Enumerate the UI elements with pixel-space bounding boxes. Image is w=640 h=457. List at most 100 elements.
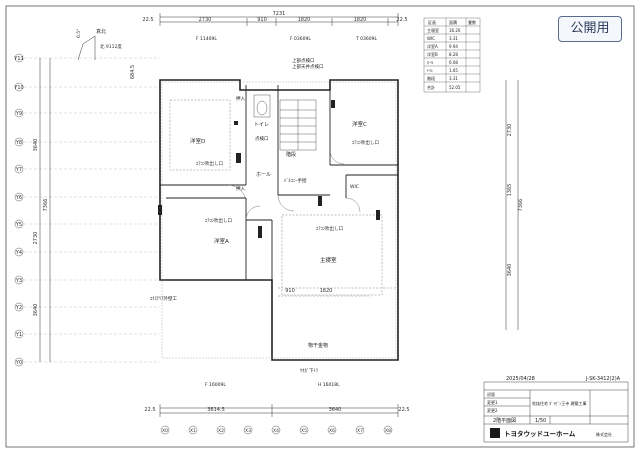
north-angle: 6.5° [76,29,82,38]
dim-sub-2: 1820 [320,288,333,294]
table-row-1-area: 16.20 [449,28,461,33]
grid-y0: Y0 [15,360,22,366]
table-header-1: 区画 [428,20,436,25]
north-arrow [77,35,96,61]
table-row-3-name: 洋室A [427,43,438,49]
title-rev-2: 変更1 [487,399,498,405]
dim-left-3: 3640 [33,304,39,317]
staircase [279,99,317,151]
table-row-6-area: 1.65 [449,68,458,73]
title-rev-1: 初版 [487,391,495,397]
room-western-d: 洋室D [190,137,205,145]
title-date: 2025/04/28 [506,376,535,382]
label-vent-4: ｴｱｺﾝ吹出し口 [316,225,343,232]
room-western-a: 洋室A [214,237,229,245]
area-table [423,17,481,93]
title-company-sub: 株式会社 [596,431,612,437]
table-row-2-name: WIC [427,36,435,41]
grid-y4: Y4 [15,250,22,256]
dim-right-total: 7366 [518,199,524,212]
label-balcony: ﾊﾞﾙｺﾆｰ手摺 [284,177,307,184]
grid-x4: X4 [273,428,279,434]
room-toilet: トイレ [254,122,269,128]
table-row-7-name: 階段 [427,75,435,81]
grid-y1: Y1 [15,332,22,338]
dim-right-2: 1365 [507,184,513,197]
equipment-markers [158,100,380,238]
north-label: 真北 [96,28,106,35]
room-hall: ホール [256,172,271,178]
label-eave: ｴｸｽﾃﾘｱ外壁工 [150,295,177,302]
table-row-5-area: 6.08 [449,60,458,65]
label-hatch: 点検口 [255,135,269,142]
grid-x3: X3 [245,428,251,434]
grid-y7: Y7 [15,167,22,173]
title-project: 吹抜住宅 ﾀﾞｲｾﾞﾝ王寺 建築工事 [532,400,587,406]
grid-x2: X2 [218,428,224,434]
dim-total-top: 7231 [273,11,286,17]
door-swings [227,149,361,221]
north-note: 北 9112度 [100,43,122,50]
dim-seg-3: 1820 [298,17,311,23]
label-window-3: T 03609L [355,36,377,42]
grid-y8: Y8 [15,140,22,146]
dim-right-3: 3640 [507,264,513,277]
building-walls [159,79,399,361]
sheet-border [5,5,635,448]
grid-y5: Y5 [15,222,22,228]
table-row-7-area: 3.31 [449,76,458,81]
label-closet-1: 押入 [236,95,245,102]
room-stair: 階段 [286,151,296,158]
dim-left-total: 7366 [43,199,49,212]
label-window-4: F 16009L [205,382,226,388]
dim-right-1: 2730 [507,124,513,137]
dim-left-1: 3640 [33,139,39,152]
dim-seg-1: 2730 [199,17,212,23]
area-table-text: 区画 面積 畳数 主寝室 16.20 WIC 3.31 洋室A 9.94 洋室B… [427,19,476,90]
label-vent-3: ｴｱｺﾝ吹出し口 [205,217,232,224]
label-room-note: ﾔﾈｶﾞ下ﾄﾗ [300,367,318,374]
table-header-2: 面積 [449,19,457,25]
dim-bottom-edge-left: 22.5 [144,407,155,413]
label-storage: 物干金物 [308,342,328,349]
title-company: トヨタウッドユーホーム [504,429,576,438]
interior-walls [160,85,398,280]
label-window-1: F 11409L [196,36,217,42]
table-row-3-area: 9.94 [449,44,458,49]
dim-edge-left: 22.5 [142,17,153,23]
table-row-8-name: 合計 [427,84,435,90]
left-dimensions [39,58,51,362]
dim-left-2: 2730 [33,232,39,245]
table-row-1-name: 主寝室 [427,27,439,33]
title-block [483,381,629,443]
table-row-2-area: 3.31 [449,36,458,41]
label-vent-1: ｴｱｺﾝ吹出し口 [196,160,223,167]
grid-x1: X1 [190,428,196,434]
grid-y2: Y2 [15,305,22,311]
grid-x7: X7 [357,428,363,434]
label-note-2: 上部天井点検口 [292,63,324,70]
room-main: 主寝室 [320,256,337,264]
label-walk-in: WIC [350,184,359,190]
dim-seg-4: 1820 [354,17,367,23]
room-western-c: 洋室C [352,120,367,128]
table-row-4-name: 洋室B [427,51,438,57]
table-row-6-name: ﾄｲﾚ [427,68,433,73]
table-row-8-area: 52.05 [449,85,461,90]
dim-sub-1: 910 [285,288,295,294]
label-note-1: 上部点検口 [292,57,315,64]
dim-bottom-edge-right: 22.5 [398,407,409,413]
dim-edge-right: 22.5 [396,17,407,23]
label-window-2: F 03609L [290,36,311,42]
title-drawing-no: J-SK-3412(2)A [585,376,621,382]
grid-y9: Y9 [15,111,22,117]
grid-y11: Y11 [13,56,23,62]
table-row-4-area: 8.28 [449,52,458,57]
bottom-grid: X0 X1 X2 X3 X4 X5 X6 X7 X8 [160,425,393,435]
left-grid-labels: Y11 Y10 Y9 Y8 Y7 Y6 Y5 Y4 Y3 Y2 Y1 Y0 [13,53,24,367]
top-dimensions [159,13,399,26]
label-window-5: H 16018L [318,382,340,388]
public-badge: 公開用 [558,16,622,42]
dim-left-offset: 684.5 [130,65,136,79]
